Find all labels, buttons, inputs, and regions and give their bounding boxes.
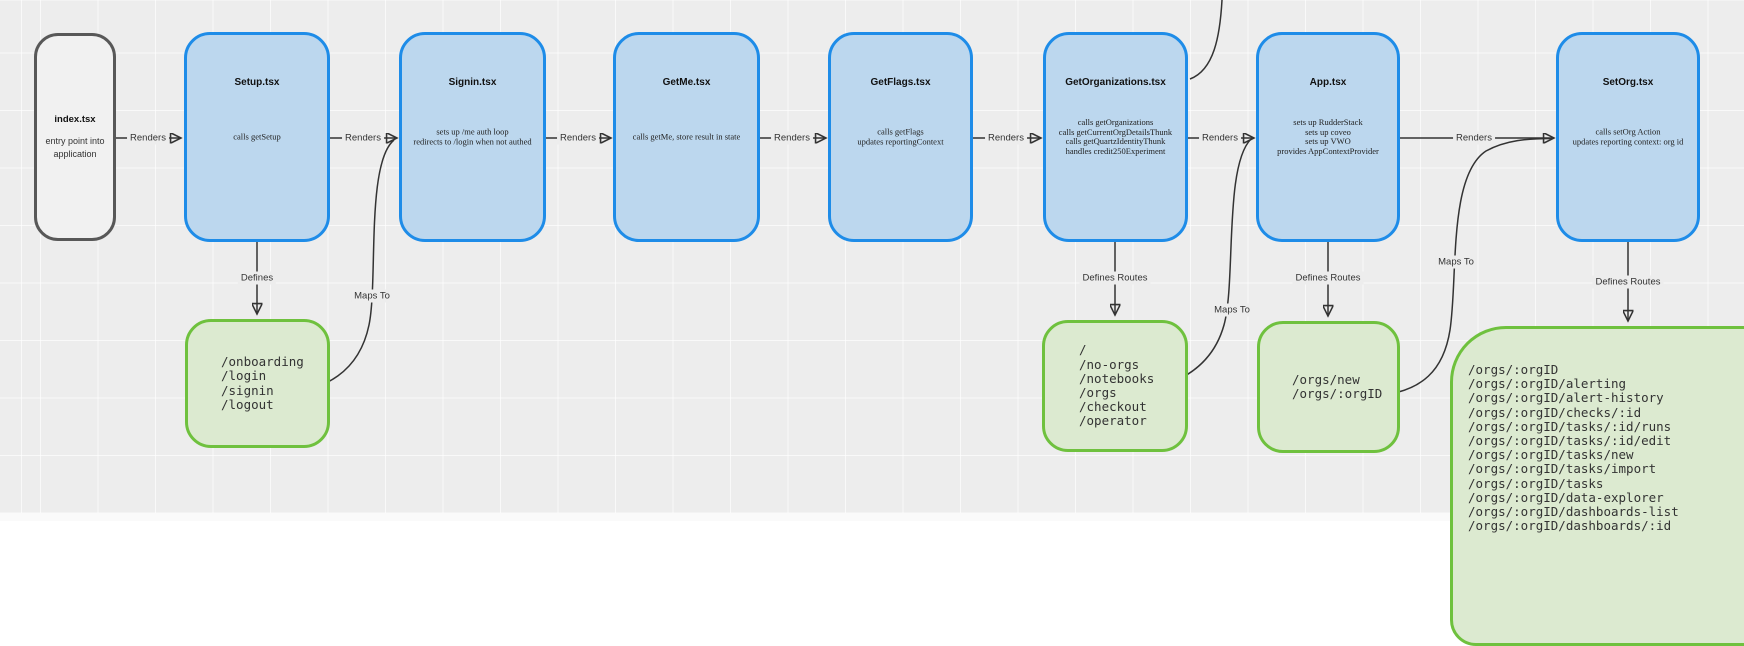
node-title: Signin.tsx [448, 77, 497, 88]
node-body-line: provides AppContextProvider [1277, 145, 1379, 156]
node-getflags-tsx[interactable]: GetFlags.tsx calls getFlags updates repo… [828, 32, 973, 242]
route-item: /orgs/new [1292, 371, 1360, 387]
canvas-bottom-edge [0, 513, 1744, 521]
route-item: /operator [1079, 413, 1147, 429]
route-item: /orgs/:orgID [1292, 386, 1383, 401]
route-item: /orgs/:orgID/tasks/:id/runs [1468, 418, 1672, 434]
route-item: /login [221, 368, 267, 384]
node-setup-tsx[interactable]: Setup.tsx calls getSetup [184, 32, 330, 242]
node-body-line: calls getQuartzIdentityThunk [1065, 136, 1166, 146]
node-body-line: calls getFlags [877, 126, 924, 137]
edge-label-renders: Renders [342, 131, 384, 145]
node-body-line: calls getMe, store result in state [632, 131, 741, 142]
node-body: calls setOrg Action updates reporting co… [1559, 126, 1697, 147]
node-body-line: sets up RudderStack [1293, 117, 1363, 127]
edge-label-maps-to: Maps To [1435, 255, 1477, 269]
route-item: /orgs/:orgID/dashboards-list [1468, 504, 1679, 520]
route-item: /orgs/:orgID/tasks [1468, 475, 1604, 491]
node-body-line: calls setOrg Action [1595, 126, 1661, 137]
route-item: /signin [221, 382, 274, 398]
node-title: Setup.tsx [234, 77, 280, 88]
node-body-line: sets up /me auth loop [436, 126, 509, 137]
node-title: GetOrganizations.tsx [1065, 77, 1166, 88]
edge-label-renders: Renders [1199, 131, 1241, 145]
node-body: calls getFlags updates reportingContext [831, 126, 970, 147]
node-body: sets up RudderStack sets up coveo sets u… [1259, 117, 1397, 156]
route-item: /no-orgs [1079, 356, 1140, 372]
routes-box-getorganizations[interactable]: / /no-orgs /notebooks /orgs /checkout /o… [1042, 320, 1188, 452]
node-setorg-tsx[interactable]: SetOrg.tsx calls setOrg Action updates r… [1556, 32, 1700, 242]
node-body-line: calls getCurrentOrgDetailsThunk [1058, 126, 1173, 137]
route-item: /orgs/:orgID/data-explorer [1468, 489, 1664, 505]
node-body-line: application [53, 148, 97, 159]
node-body: calls getMe, store result in state [616, 132, 757, 142]
node-title: index.tsx [54, 114, 96, 125]
route-item: /orgs/:orgID/tasks/:id/edit [1468, 433, 1672, 449]
node-title: SetOrg.tsx [1602, 77, 1654, 88]
edge-label-renders: Renders [557, 131, 599, 145]
node-title: App.tsx [1309, 77, 1347, 88]
node-app-tsx[interactable]: App.tsx sets up RudderStack sets up cove… [1256, 32, 1400, 242]
node-body-line: updates reportingContext [857, 136, 944, 146]
routes-box-setup[interactable]: /onboarding /login /signin /logout [185, 319, 330, 448]
node-title: GetFlags.tsx [870, 77, 931, 88]
node-body-line: entry point into [45, 136, 105, 146]
route-item: /orgs/:orgID/dashboards/:id [1468, 518, 1672, 534]
edge-label-renders: Renders [127, 131, 169, 145]
edge-label-renders: Renders [985, 131, 1027, 145]
node-body-line: sets up VWO [1305, 136, 1351, 146]
route-item: /orgs/:orgID/checks/:id [1468, 404, 1642, 420]
route-item: / [1079, 342, 1087, 358]
route-item: /orgs/:orgID/alerting [1468, 376, 1627, 392]
route-item: /onboarding [221, 354, 304, 370]
edge-label-defines: Defines [237, 271, 277, 285]
routes-box-app[interactable]: /orgs/new /orgs/:orgID [1257, 321, 1400, 453]
route-item: /logout [221, 396, 274, 412]
route-item: /orgs [1079, 385, 1117, 400]
node-getorganizations-tsx[interactable]: GetOrganizations.tsx calls getOrganizati… [1043, 32, 1188, 242]
route-item: /orgs/:orgID/tasks/import [1468, 461, 1657, 477]
edge-label-maps-to: Maps To [1211, 303, 1253, 317]
routes-box-setorg[interactable]: /orgs/:orgID /orgs/:orgID/alerting /orgs… [1450, 326, 1744, 646]
node-body-line: calls getSetup [233, 131, 281, 142]
edge-label-renders: Renders [1453, 131, 1495, 145]
route-item: /notebooks [1079, 370, 1155, 386]
edge-label-defines-routes: Defines Routes [1592, 275, 1664, 289]
node-index-tsx[interactable]: index.tsx entry point into application [34, 33, 116, 241]
route-item: /checkout [1079, 399, 1147, 415]
route-item: /orgs/:orgID/alert-history [1468, 390, 1664, 406]
edge-label-defines-routes: Defines Routes [1292, 271, 1364, 285]
node-body-line: sets up coveo [1305, 126, 1351, 137]
node-body-line: calls getOrganizations [1077, 117, 1154, 127]
node-body: sets up /me auth loop redirects to /logi… [402, 126, 543, 147]
node-body: calls getSetup [187, 132, 327, 142]
route-item: /orgs/:orgID/tasks/new [1468, 447, 1634, 463]
edge-label-defines-routes: Defines Routes [1079, 271, 1151, 285]
node-body-line: redirects to /login when not authed [413, 136, 532, 146]
node-body: calls getOrganizations calls getCurrentO… [1046, 117, 1185, 156]
edge-label-renders: Renders [771, 131, 813, 145]
node-body: entry point into application [45, 135, 104, 160]
node-body-line: updates reporting context: org id [1572, 136, 1684, 146]
node-body-line: handles credit250Experiment [1065, 145, 1166, 156]
node-getme-tsx[interactable]: GetMe.tsx calls getMe, store result in s… [613, 32, 760, 242]
edge-label-maps-to: Maps To [351, 289, 393, 303]
route-item: /orgs/:orgID [1468, 362, 1559, 377]
node-signin-tsx[interactable]: Signin.tsx sets up /me auth loop redirec… [399, 32, 546, 242]
node-title: GetMe.tsx [662, 77, 711, 88]
